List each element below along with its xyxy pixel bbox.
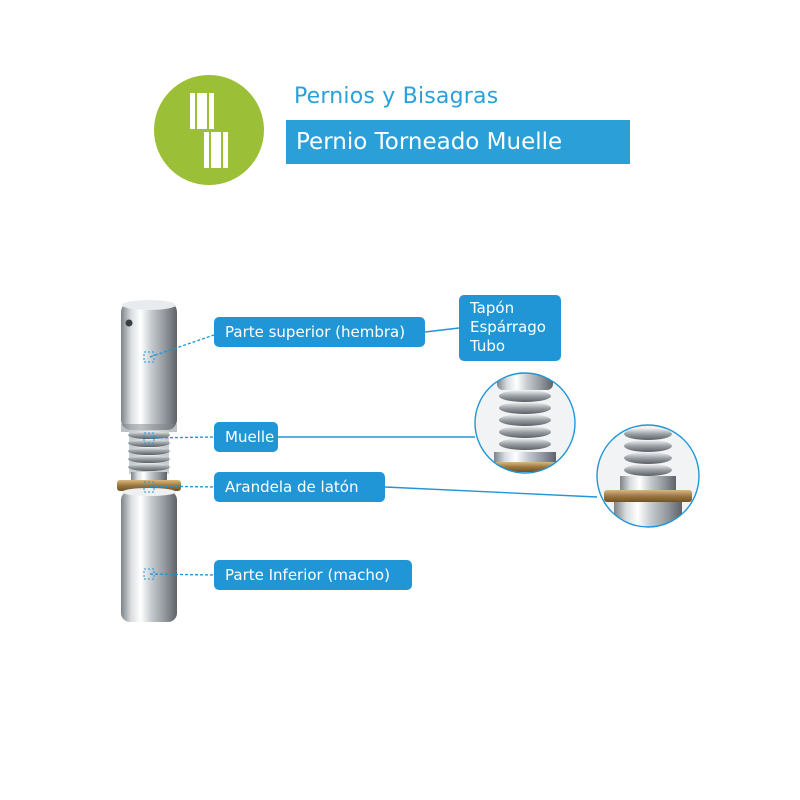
label-bottom-part: Parte Inferior (macho) [225,566,390,584]
product-title: Pernio Torneado Muelle [296,129,563,155]
label-bottom-part-box [214,560,412,590]
upper-part-cylinder [121,300,177,432]
label-washer: Arandela de latón [225,478,359,496]
product-title-banner [286,120,630,164]
top-part-components-box [459,295,561,361]
label-spring: Muelle [225,428,275,446]
lower-part-cylinder [121,488,177,622]
label-spring-box [214,422,278,452]
component-item: Espárrago [470,318,546,336]
spring-coil [128,430,170,480]
label-washer-box [214,472,385,502]
component-item: Tapón [470,299,515,317]
category-title: Pernios y Bisagras [294,84,499,109]
brass-washer [117,480,181,491]
label-top-part: Parte superior (hembra) [225,323,406,341]
washer-zoom-circle [596,424,700,528]
hinge-logo-icon [154,75,264,185]
spring-zoom-circle [474,372,576,474]
component-item: Tubo [470,337,506,355]
label-top-part-box [214,317,425,347]
